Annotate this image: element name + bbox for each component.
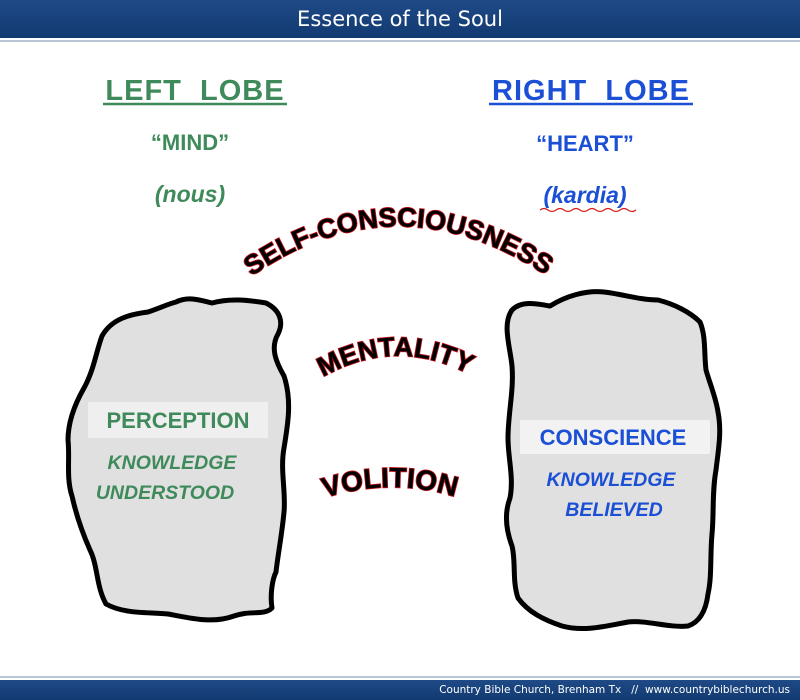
conscience-highlight	[520, 420, 710, 454]
slide-title: Essence of the Soul	[0, 0, 800, 38]
left-inner-title: PERCEPTION	[106, 408, 249, 433]
left-inner-line2: UNDERSTOOD	[96, 482, 234, 504]
right-lobe-greek: (kardia)	[543, 182, 626, 208]
right-lobe-title: RIGHT LOBE	[492, 75, 690, 107]
self-consciousness-arc-label: SELF-CONSCIOUSNESS	[238, 202, 558, 281]
left-inner-line1: KNOWLEDGE	[108, 452, 238, 474]
volition-arc-label: VOLITION	[318, 462, 461, 503]
footer-credit: Country Bible Church, Brenham Tx // www.…	[0, 680, 800, 700]
right-lobe-subtitle: “HEART”	[536, 131, 634, 156]
mentality-arc-label: MENTALITY	[312, 332, 478, 383]
right-inner-title: CONSCIENCE	[540, 425, 687, 450]
mentality-arc-text: MENTALITY	[311, 331, 479, 383]
volition-arc-text: VOLITION	[318, 461, 463, 504]
left-lobe-title: LEFT LOBE	[105, 75, 284, 107]
left-lobe-shape	[65, 296, 292, 623]
right-lobe-shape	[503, 289, 723, 632]
right-inner-line1: KNOWLEDGE	[547, 469, 677, 491]
left-lobe-subtitle: “MIND”	[151, 130, 229, 155]
footer-divider	[0, 676, 800, 678]
perception-highlight	[88, 402, 268, 438]
right-inner-line2: BELIEVED	[565, 499, 663, 521]
spellcheck-squiggle	[539, 207, 637, 213]
left-lobe-greek: (nous)	[155, 181, 225, 207]
header-divider	[0, 40, 800, 42]
self-consciousness-arc-text: SELF-CONSCIOUSNESS	[238, 202, 560, 283]
